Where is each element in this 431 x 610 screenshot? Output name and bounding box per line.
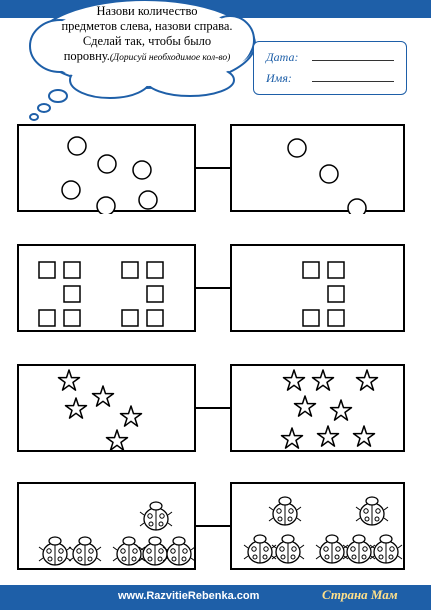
star-shape: [57, 369, 81, 391]
circle-shape: [96, 196, 116, 214]
square-shape: [146, 261, 164, 279]
connector-line: [196, 407, 230, 409]
left-box: [17, 124, 196, 214]
squares-left: [38, 261, 164, 327]
square-shape: [146, 309, 164, 327]
star-shape: [91, 385, 115, 407]
square-shape: [327, 261, 345, 279]
instruction-text: Назови количество предметов слева, назов…: [52, 4, 242, 66]
date-field[interactable]: Дата:: [266, 50, 395, 65]
square-shape: [121, 261, 139, 279]
footer-logo: Страна Мам: [322, 587, 398, 602]
name-field[interactable]: Имя:: [266, 71, 394, 86]
squares-right: [302, 261, 345, 327]
square-shape: [327, 285, 345, 303]
ladybug-shape: [243, 534, 277, 564]
right-box: [230, 124, 405, 214]
square-shape: [146, 285, 164, 303]
circle-shape: [347, 198, 367, 214]
instruction-line-4: поровну.: [63, 49, 110, 63]
square-shape: [38, 309, 56, 327]
ladybug-shape: [68, 536, 102, 566]
right-box: [230, 364, 405, 452]
stars-left: [57, 369, 143, 451]
square-shape: [63, 261, 81, 279]
date-name-box: Дата: Имя:: [253, 41, 407, 95]
circle-shape: [132, 160, 152, 180]
ladybug-shape: [162, 536, 196, 566]
star-shape: [64, 397, 88, 419]
connector-line: [196, 287, 230, 289]
speech-cloud: [29, 0, 256, 121]
circle-shape: [287, 138, 307, 158]
ladybug-shape: [271, 534, 305, 564]
circle-shape: [61, 180, 81, 200]
left-box: [17, 244, 196, 332]
star-shape: [293, 395, 317, 417]
circle-shape: [97, 154, 117, 174]
star-shape: [329, 399, 353, 421]
star-shape: [311, 369, 335, 391]
square-shape: [302, 309, 320, 327]
instruction-line-1: Назови количество: [96, 4, 198, 18]
footer-bar: [0, 585, 431, 610]
circle-shape: [138, 190, 158, 210]
ladybug-shape: [138, 536, 172, 566]
ladybug-shape: [268, 496, 302, 526]
instruction-line-3: Сделай так, чтобы было: [82, 34, 212, 48]
instruction-note: (Дорисуй необходимое кол-во): [109, 53, 231, 63]
instruction-line-2: предметов слева, назови справа.: [61, 19, 233, 33]
left-box: [17, 482, 196, 570]
name-line: [311, 81, 394, 82]
square-shape: [63, 309, 81, 327]
circle-shape: [319, 164, 339, 184]
circles-left: [61, 136, 158, 214]
star-shape: [280, 427, 304, 449]
date-label: Дата:: [266, 50, 299, 64]
ladybugs-left: [38, 501, 196, 566]
connector-line: [196, 167, 230, 169]
connector-line: [196, 525, 230, 527]
date-line: [312, 60, 395, 61]
square-shape: [63, 285, 81, 303]
left-box: [17, 364, 196, 452]
star-shape: [119, 405, 143, 427]
name-label: Имя:: [266, 71, 292, 85]
circle-shape: [67, 136, 87, 156]
square-shape: [121, 309, 139, 327]
ladybugs-right: [243, 496, 403, 564]
square-shape: [327, 309, 345, 327]
right-box: [230, 244, 405, 332]
right-box: [230, 482, 405, 570]
star-shape: [105, 429, 129, 451]
footer-url[interactable]: www.RazvitieRebenka.com: [118, 590, 260, 602]
square-shape: [38, 261, 56, 279]
star-shape: [352, 425, 376, 447]
circles-right: [287, 138, 367, 214]
ladybug-shape: [38, 536, 72, 566]
star-shape: [282, 369, 306, 391]
square-shape: [302, 261, 320, 279]
ladybug-shape: [139, 501, 173, 531]
stars-right: [280, 369, 379, 449]
star-shape: [316, 425, 340, 447]
star-shape: [355, 369, 379, 391]
ladybug-shape: [355, 496, 389, 526]
ladybug-shape: [112, 536, 146, 566]
